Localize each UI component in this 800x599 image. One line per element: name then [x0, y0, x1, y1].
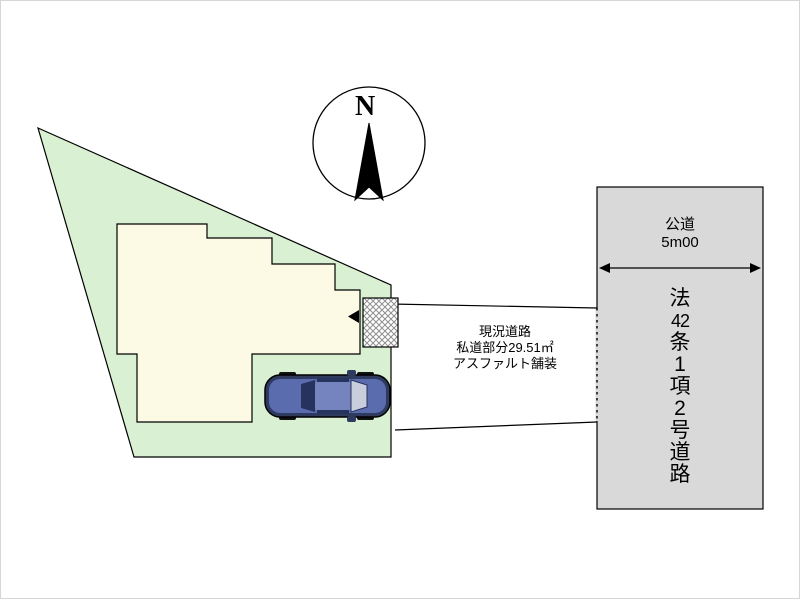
hatched-area [362, 297, 399, 348]
width-dimension-arrow [599, 263, 761, 273]
road-width-label: 5m00 [661, 234, 699, 251]
public-road-area [596, 186, 764, 510]
entrance-marker-icon [348, 310, 359, 323]
road-name-char: 1 [674, 353, 686, 376]
private-road-note-line2: 私道部分29.51㎡ [456, 340, 554, 355]
road-name-char: 42 [670, 311, 690, 331]
private-road-note: 現況道路 私道部分29.51㎡ アスファルト舗装 [414, 324, 596, 372]
private-road-top-edge [390, 303, 598, 309]
car-top-view [264, 370, 391, 422]
road-name-char: 条 [669, 331, 691, 354]
road-name-char: 法 [669, 287, 691, 310]
road-name-char: 項 [669, 375, 691, 398]
road-name-char: 号 [669, 419, 691, 442]
private-road-bottom-edge [394, 421, 598, 431]
private-road-note-line3: アスファルト舗装 [452, 356, 557, 371]
north-label: N [355, 91, 376, 122]
private-road-note-line1: 現況道路 [478, 324, 531, 339]
public-road-label: 公道 [664, 216, 695, 233]
road-name-char: 道 [669, 441, 691, 464]
road-name-char: 路 [669, 463, 691, 486]
building-footprint-shape [116, 223, 361, 423]
north-compass [312, 86, 426, 202]
north-needle-icon [354, 122, 384, 202]
private-road-area [393, 304, 597, 430]
road-name-vertical: 法 42 条 1 項 2 号 道 路 [597, 288, 763, 486]
road-name-char: 2 [674, 397, 686, 420]
